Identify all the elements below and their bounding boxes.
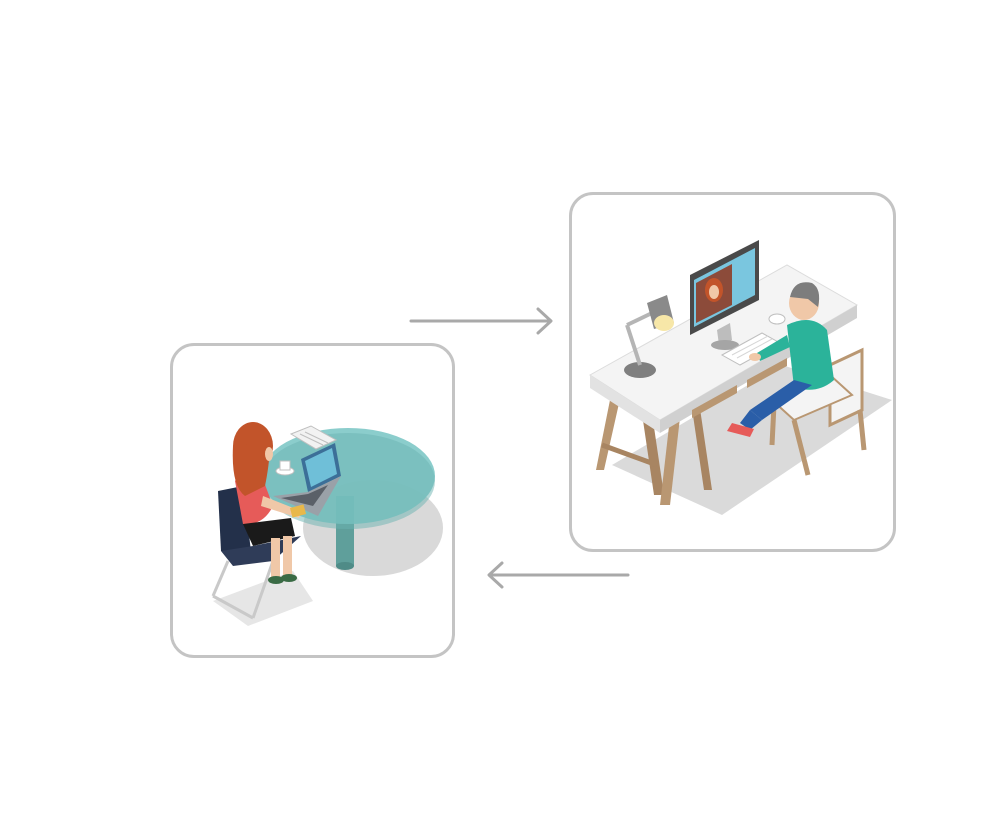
arrow-right-icon [409,307,553,335]
man-at-desktop-icon [589,240,892,515]
woman-laptop-workspace-card [170,343,455,658]
man-desktop-workspace-card [569,192,896,552]
woman-at-laptop-icon [211,422,443,626]
arrow-left-icon [487,561,630,589]
